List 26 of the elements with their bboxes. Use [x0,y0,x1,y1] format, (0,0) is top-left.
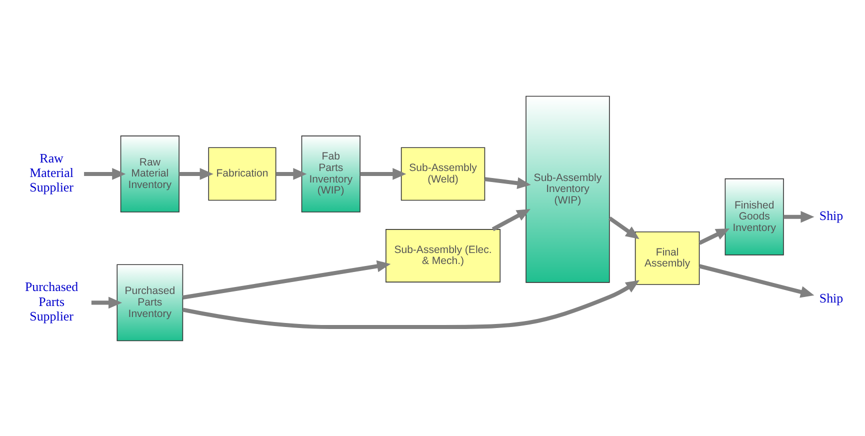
node-box: Sub-Assembly Inventory (WIP) [526,95,610,282]
arrow [182,280,640,329]
node-text: Ship [819,207,844,222]
node-text: Ship [819,290,844,306]
node-box: Sub-Assembly (Elec. & Mech.) [386,228,501,282]
arrow [608,216,640,239]
arrow [182,260,391,300]
node-box: Fab Parts Inventory (WIP) [301,135,360,212]
node-box: Finished Goods Inventory [724,178,784,255]
arrow [360,168,406,180]
node-box: Purchased Parts Inventory [116,264,184,341]
arrow [698,264,814,298]
arrow [179,168,214,180]
arrow [784,210,814,222]
node-box: Final Assembly [634,230,700,284]
arrow [276,168,307,180]
node-box: Fabrication [208,146,276,200]
node-text: Raw Material Supplier [30,150,74,194]
node-text: Purchased Parts Supplier [24,278,78,323]
arrow [84,168,126,180]
arrow [698,228,730,244]
node-box: Raw Material Inventory [120,135,180,212]
arrow [492,208,530,231]
arrow [484,176,531,189]
node-box: Sub-Assembly (Weld) [400,146,486,200]
arrow [91,296,122,308]
